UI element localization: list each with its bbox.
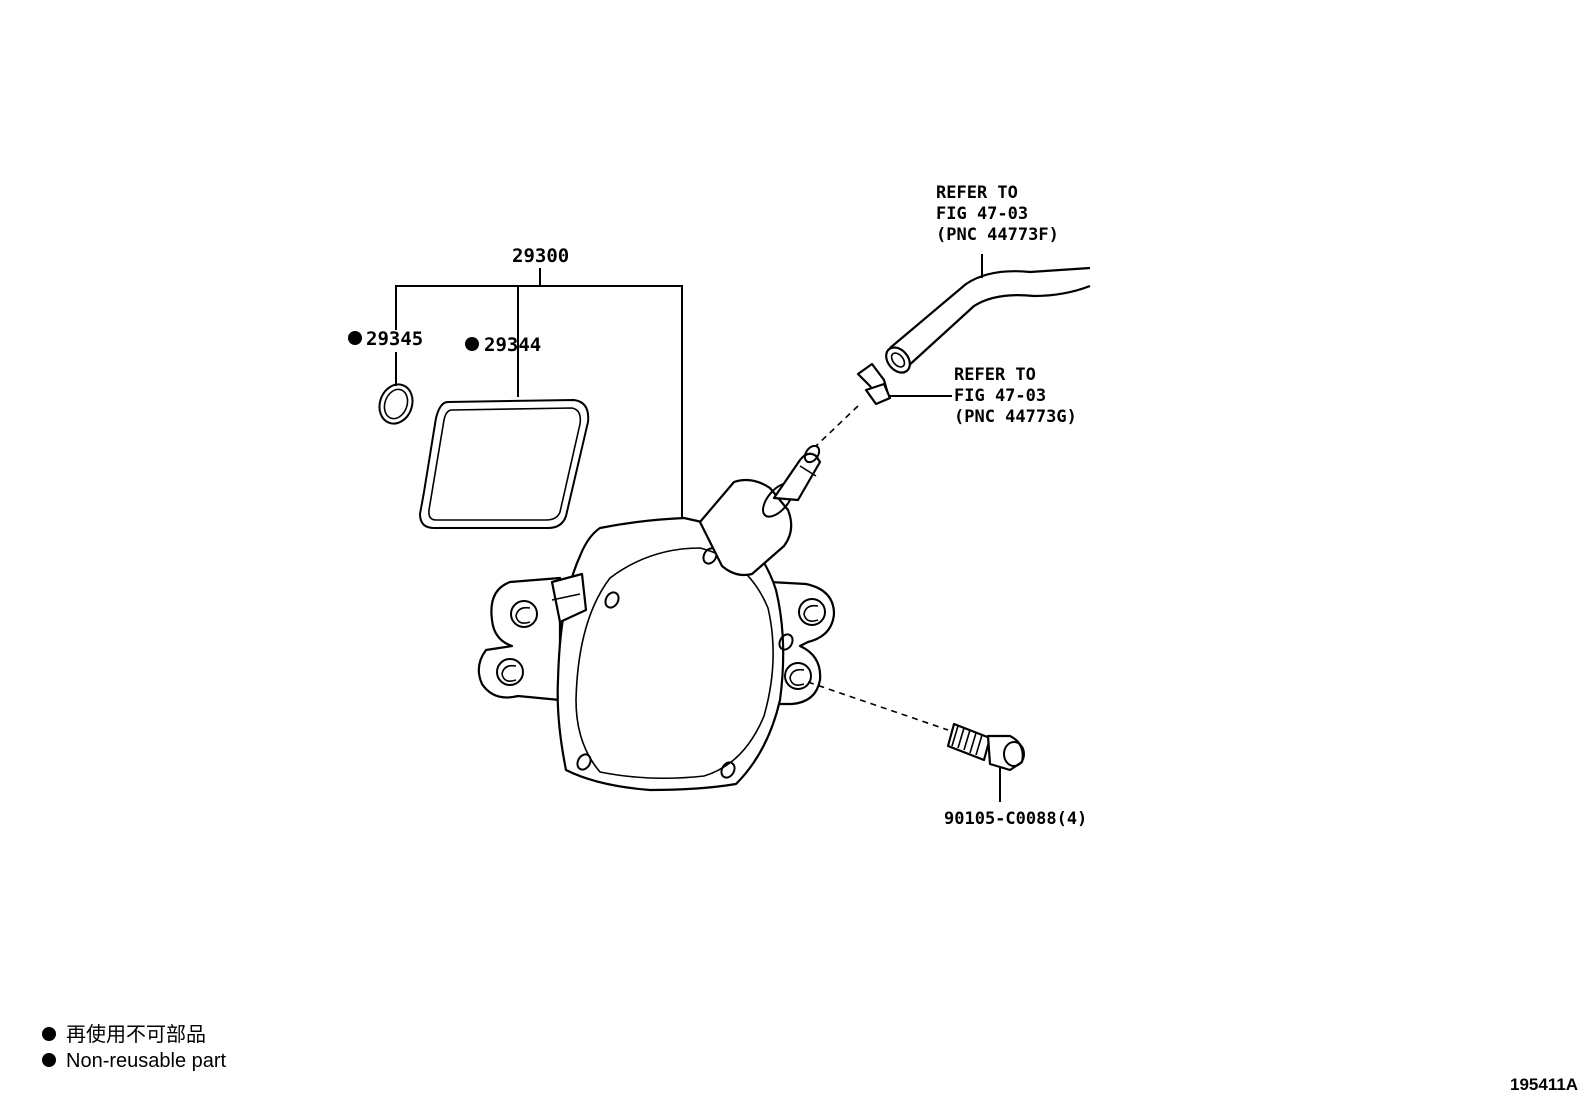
legend: 再使用不可部品 Non-reusable part	[42, 1023, 227, 1072]
hose-clamp: REFER TO FIG 47-03 (PNC 44773G)	[815, 362, 1077, 447]
bolt-part: 90105-C0088(4)	[807, 681, 1087, 829]
legend-jp: 再使用不可部品	[66, 1023, 206, 1046]
oring-part: 29345	[348, 328, 423, 425]
ref-clamp-line-2: FIG 47-03	[954, 386, 1046, 406]
ref-hose-line-1: REFER TO	[936, 183, 1018, 203]
ref-clamp-line-3: (PNC 44773G)	[954, 407, 1077, 427]
legend-en: Non-reusable part	[66, 1050, 227, 1072]
ref-hose-line-2: FIG 47-03	[936, 204, 1028, 224]
legend-bullet-en	[42, 1053, 56, 1067]
part-number-bolt: 90105-C0088(4)	[944, 809, 1087, 829]
figure-id: 195411A	[1510, 1075, 1578, 1094]
vacuum-pump	[477, 444, 836, 792]
assembly-bracket: 29300	[395, 245, 683, 520]
ref-clamp-line-1: REFER TO	[954, 365, 1036, 385]
part-number-29345: 29345	[366, 328, 423, 350]
part-number-29300: 29300	[512, 245, 569, 267]
ref-hose-line-3: (PNC 44773F)	[936, 225, 1059, 245]
gasket-part: 29344	[418, 334, 590, 529]
non-reusable-bullet	[348, 331, 362, 345]
non-reusable-bullet	[465, 337, 479, 351]
legend-bullet-jp	[42, 1027, 56, 1041]
vacuum-hose: REFER TO FIG 47-03 (PNC 44773F)	[885, 183, 1091, 374]
part-number-29344: 29344	[484, 334, 541, 356]
